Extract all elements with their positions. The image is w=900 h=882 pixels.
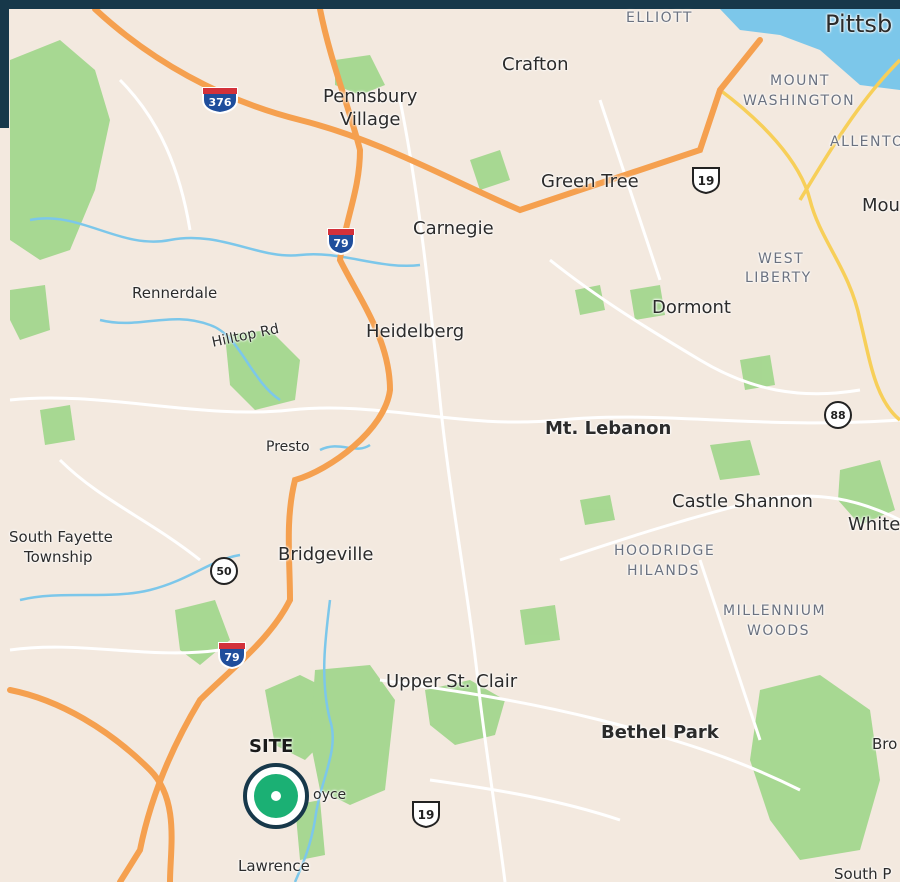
place-label-mt-lebanon: Mt. Lebanon (545, 418, 672, 439)
site-marker[interactable] (243, 763, 309, 829)
i79-south-shield-number: 79 (224, 651, 239, 664)
pa88-shield-number: 88 (830, 409, 845, 422)
place-label-bethel-park: Bethel Park (601, 722, 719, 743)
site-label: SITE (249, 736, 294, 757)
place-label-boyce: oyce (313, 787, 347, 803)
place-label-upper-st-clair: Upper St. Clair (386, 671, 518, 692)
place-label-green-tree: Green Tree (541, 171, 639, 192)
place-label-south-fayette-line1: South Fayette (9, 528, 113, 546)
place-label-millennium-line1: MILLENNIUM (723, 603, 827, 619)
place-label-millennium-line2: WOODS (747, 623, 811, 639)
pa50-shield-number: 50 (216, 565, 232, 578)
place-label-brentwood: Bro (872, 735, 898, 753)
site-marker-icon (254, 774, 298, 818)
us-19-north-shield-icon: 19 (692, 167, 720, 195)
pa-50-shield-icon: 50 (210, 557, 238, 585)
place-label-hoodridge-line2: HILANDS (627, 563, 700, 579)
place-label-allentown: ALLENTO (830, 134, 900, 150)
place-label-carnegie: Carnegie (413, 218, 494, 239)
place-label-hoodridge-line1: HOODRIDGE (614, 543, 716, 559)
interstate-79-south-shield-icon: 79 (218, 642, 246, 669)
place-label-castle-shannon: Castle Shannon (672, 491, 813, 512)
place-label-pennsbury-line1: Pennsbury (323, 86, 418, 107)
place-label-bridgeville: Bridgeville (278, 544, 374, 565)
place-label-south-fayette-line2: Township (24, 548, 93, 566)
place-label-pittsburgh: Pittsb (825, 10, 893, 38)
place-label-crafton: Crafton (502, 54, 569, 75)
place-label-heidelberg: Heidelberg (366, 321, 465, 342)
place-label-mount-washington-line2: WASHINGTON (743, 93, 856, 109)
us19-north-shield-number: 19 (698, 174, 715, 188)
pa-88-shield-icon: 88 (824, 401, 852, 429)
highways (7, 6, 763, 882)
place-label-mount-washington-line1: MOUNT (770, 73, 830, 89)
place-label-presto: Presto (266, 439, 310, 455)
interstate-376-shield-icon: 376 (202, 87, 238, 114)
local-roads (9, 78, 900, 882)
place-label-pennsbury-line2: Village (340, 109, 401, 130)
interstate-79-north-shield-icon: 79 (327, 228, 355, 255)
i376-shield-number: 376 (209, 96, 232, 109)
i79-north-shield-number: 79 (333, 237, 348, 250)
frame-left-edge (0, 0, 9, 128)
park-areas (10, 40, 895, 860)
river (720, 9, 900, 90)
us19-south-shield-number: 19 (418, 808, 435, 822)
place-label-west-liberty-line1: WEST (758, 251, 805, 267)
arterial-roads (718, 58, 900, 422)
us-19-south-shield-icon: 19 (412, 801, 440, 829)
place-label-elliott: ELLIOTT (626, 10, 693, 26)
place-label-whitehall: White (848, 514, 900, 535)
place-label-rennerdale: Rennerdale (132, 284, 218, 302)
frame-top-edge (0, 0, 900, 9)
place-label-mount-oliver: Mou (862, 195, 900, 216)
place-label-dormont: Dormont (652, 297, 731, 318)
place-label-lawrence: Lawrence (238, 857, 310, 875)
place-label-south-park: South P (834, 865, 892, 882)
place-label-west-liberty-line2: LIBERTY (745, 270, 812, 286)
